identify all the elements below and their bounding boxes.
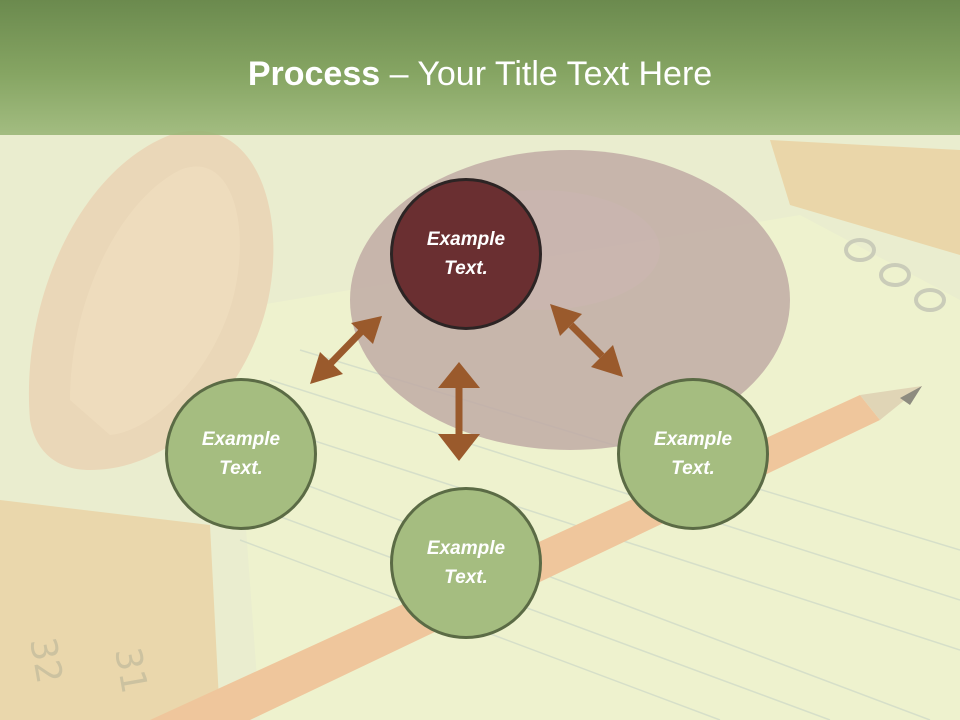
node-right-line2: Text.: [671, 458, 715, 479]
svg-text:31: 31: [106, 644, 154, 696]
node-top-line2: Text.: [444, 258, 488, 279]
node-bottom-line2: Text.: [444, 567, 488, 588]
node-top-line1: Example: [426, 229, 506, 250]
title-bar: [0, 0, 960, 135]
node-left-line2: Text.: [219, 458, 263, 479]
title-rest-text: – Your Title Text Here: [380, 55, 713, 93]
svg-text:32: 32: [21, 634, 69, 686]
arrow-top-bottom: [438, 362, 480, 461]
title-bold-text: Process: [247, 55, 381, 93]
arrow-top-left: [310, 316, 382, 384]
node-right-line1: Example: [653, 429, 733, 450]
slide-title[interactable]: Process – Your Title Text Here: [0, 52, 960, 96]
arrow-top-right: [550, 304, 623, 377]
node-left-line1: Example: [201, 429, 281, 450]
node-bottom-line1: Example: [426, 538, 506, 559]
